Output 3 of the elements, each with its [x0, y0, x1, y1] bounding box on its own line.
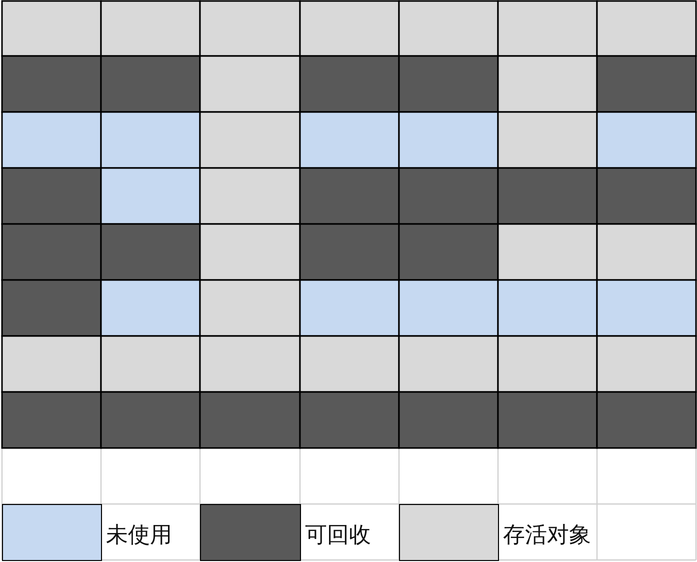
legend-label: 未使用	[106, 523, 172, 548]
legend-label: 可回收	[305, 523, 371, 548]
legend-label: 存活对象	[503, 523, 591, 548]
